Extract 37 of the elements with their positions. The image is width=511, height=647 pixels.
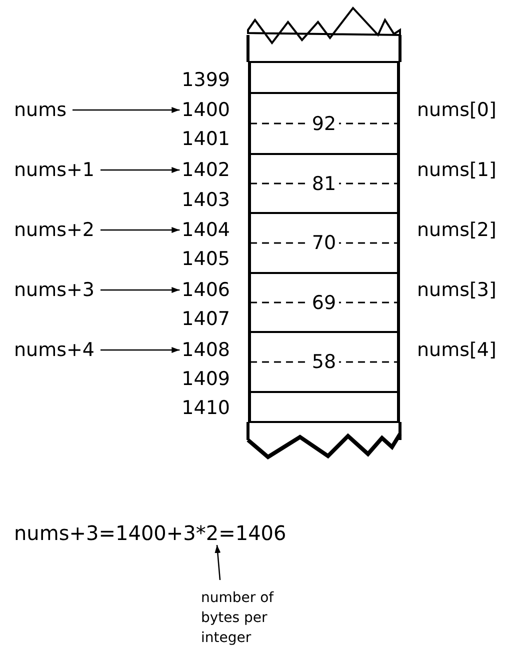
address-formula: nums+3=1400+3*2=1406 bbox=[14, 521, 286, 545]
empty-memory-cell bbox=[248, 391, 400, 423]
arrow bbox=[100, 287, 180, 293]
pointer-label: nums+1 bbox=[14, 158, 94, 182]
arrow bbox=[214, 544, 221, 580]
memory-cell: 92 bbox=[248, 92, 400, 155]
memory-cell: 58 bbox=[248, 331, 400, 393]
memory-cell: 70 bbox=[248, 212, 400, 274]
element-label: nums[2] bbox=[417, 218, 496, 242]
address-label: 1406 bbox=[182, 278, 230, 302]
pointer-label: nums+2 bbox=[14, 218, 94, 242]
arrow bbox=[100, 167, 180, 173]
element-label: nums[0] bbox=[417, 98, 496, 122]
address-label: 1410 bbox=[182, 396, 230, 420]
arrow bbox=[72, 107, 180, 113]
address-label: 1405 bbox=[182, 247, 230, 271]
empty-memory-cell bbox=[248, 61, 400, 94]
element-label: nums[4] bbox=[417, 338, 496, 362]
address-label: 1407 bbox=[182, 307, 230, 331]
address-label: 1401 bbox=[182, 127, 230, 151]
address-label: 1409 bbox=[182, 367, 230, 391]
address-label: 1399 bbox=[182, 68, 230, 92]
arrow bbox=[100, 347, 180, 353]
pointer-label: nums+4 bbox=[14, 338, 94, 362]
pointer-label: nums bbox=[14, 98, 66, 122]
address-label: 1402 bbox=[182, 158, 230, 182]
address-label: 1408 bbox=[182, 338, 230, 362]
pointer-label: nums+3 bbox=[14, 278, 94, 302]
memory-cell: 69 bbox=[248, 272, 400, 333]
note-text: number of bytes per integer bbox=[201, 588, 296, 647]
memory-cell: 81 bbox=[248, 153, 400, 214]
element-label: nums[3] bbox=[417, 278, 496, 302]
address-label: 1403 bbox=[182, 188, 230, 212]
address-label: 1400 bbox=[182, 98, 230, 122]
element-label: nums[1] bbox=[417, 158, 496, 182]
address-label: 1404 bbox=[182, 218, 230, 242]
arrow bbox=[100, 227, 180, 233]
